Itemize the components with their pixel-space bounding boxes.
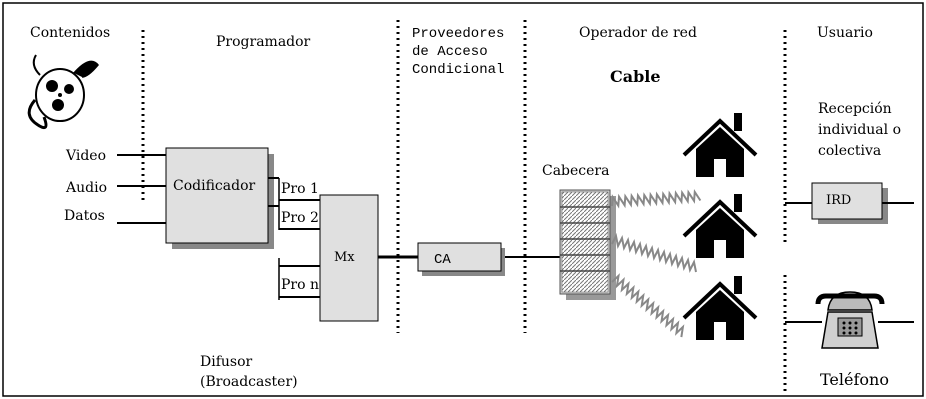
cable-coil-top bbox=[611, 188, 702, 209]
header-contenidos: Contenidos bbox=[30, 25, 110, 41]
input-label-audio: Audio bbox=[65, 180, 107, 196]
cable-coil-bottom bbox=[611, 273, 685, 338]
program-label-2: Pro 2 bbox=[281, 210, 319, 226]
reception-line2: individual o bbox=[818, 122, 901, 138]
input-label-datos: Datos bbox=[64, 208, 105, 224]
header-proveedores-line3: Condicional bbox=[412, 62, 504, 78]
header-proveedores-line2: de Acceso bbox=[412, 44, 488, 60]
difusor-line1: Difusor bbox=[200, 354, 253, 370]
header-usuario: Usuario bbox=[817, 25, 873, 41]
ca-block bbox=[417, 242, 502, 272]
codificador-block bbox=[165, 147, 269, 244]
cabecera-rack bbox=[559, 189, 616, 300]
program-label-n: Pro n bbox=[281, 277, 319, 293]
cable-coil-middle bbox=[611, 232, 697, 274]
header-programador: Programador bbox=[216, 34, 311, 50]
ca-label: CA bbox=[434, 252, 451, 268]
cable-title: Cable bbox=[610, 67, 661, 86]
mx-label: Mx bbox=[334, 250, 355, 265]
telefono-label: Teléfono bbox=[820, 370, 889, 389]
header-proveedores-line1: Proveedores bbox=[412, 26, 504, 42]
ird-label: IRD bbox=[826, 193, 851, 208]
input-label-video: Video bbox=[65, 148, 106, 164]
house-icon-middle bbox=[682, 194, 758, 258]
reception-line3: colectiva bbox=[818, 143, 881, 159]
program-label-1: Pro 1 bbox=[281, 181, 319, 197]
cabecera-label: Cabecera bbox=[542, 163, 609, 179]
telephone-icon bbox=[815, 291, 885, 349]
house-icon-top bbox=[682, 113, 758, 177]
film-reel-icon bbox=[27, 54, 99, 130]
ird-block bbox=[811, 182, 883, 220]
mx-block bbox=[319, 194, 379, 322]
difusor-line2: (Broadcaster) bbox=[200, 374, 298, 390]
house-icon-bottom bbox=[682, 276, 758, 340]
codificador-label: Codificador bbox=[173, 178, 255, 194]
reception-line1: Recepción bbox=[818, 101, 892, 117]
header-operador: Operador de red bbox=[579, 25, 697, 41]
